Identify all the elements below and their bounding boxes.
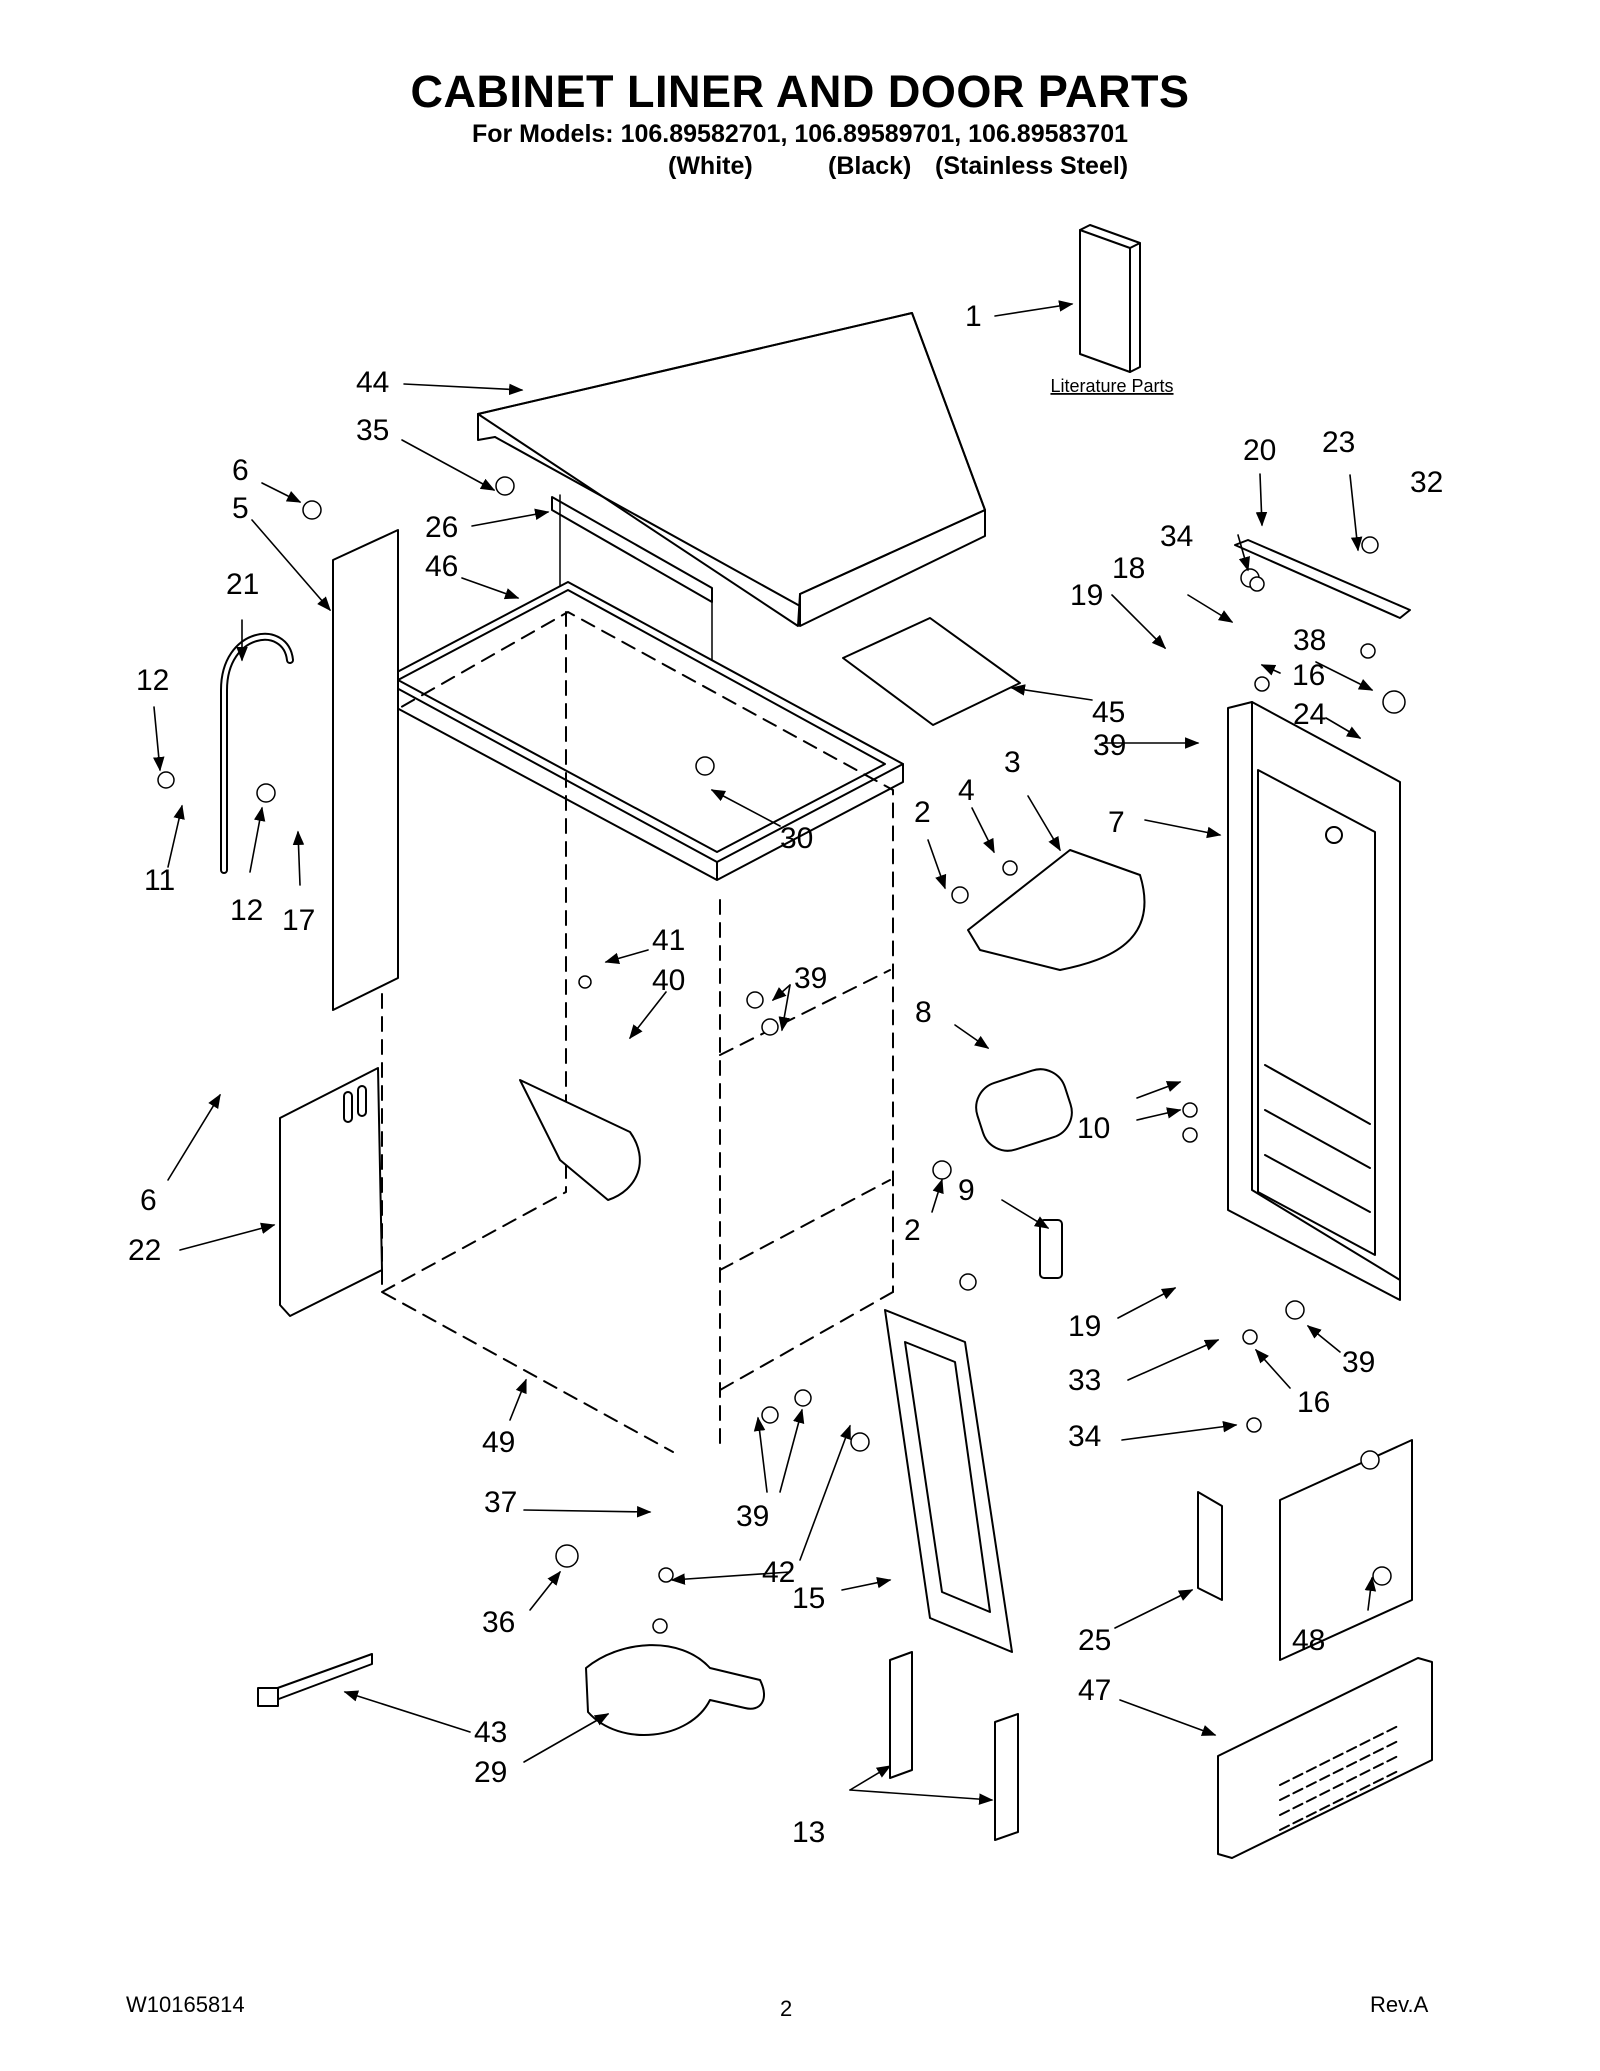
callout-49: 49	[482, 1426, 515, 1459]
top-hinge-bar	[1234, 539, 1411, 619]
callout-1: 1	[965, 300, 982, 333]
door-gasket	[884, 1309, 1013, 1653]
callout-2b: 2	[904, 1214, 921, 1247]
callout-18: 18	[1112, 552, 1145, 585]
leader-lines	[153, 300, 1377, 1805]
callout-43: 43	[474, 1716, 507, 1749]
part-8-housing	[975, 1068, 1073, 1152]
callout-16: 16	[1292, 659, 1325, 692]
callout-2: 2	[914, 796, 931, 829]
callout-19: 19	[1070, 579, 1103, 612]
literature-parts-label: Literature Parts	[1050, 376, 1173, 396]
callout-25: 25	[1078, 1624, 1111, 1657]
callout-34: 34	[1160, 520, 1193, 553]
callout-12: 12	[136, 664, 169, 697]
fasteners	[157, 476, 1406, 1634]
callout-15: 15	[792, 1582, 825, 1615]
cable-tie	[257, 1653, 373, 1707]
callout-17: 17	[282, 904, 315, 937]
callout-11: 11	[144, 864, 175, 897]
callout-39d: 39	[736, 1500, 769, 1533]
callout-23: 23	[1322, 426, 1355, 459]
callout-16b: 16	[1297, 1386, 1330, 1419]
callout-5: 5	[232, 492, 249, 525]
callout-38: 38	[1293, 624, 1326, 657]
callout-39c: 39	[1342, 1346, 1375, 1379]
kickplate	[1217, 1657, 1433, 1859]
hinge-bracket-25	[1197, 1491, 1223, 1601]
top-panel	[477, 312, 986, 627]
callout-33: 33	[1068, 1364, 1101, 1397]
door-panel	[1227, 701, 1401, 1301]
callout-22: 22	[128, 1234, 161, 1267]
callout-3: 3	[1004, 746, 1021, 779]
callout-32: 32	[1410, 466, 1443, 499]
callout-8: 8	[915, 996, 932, 1029]
liner-frame	[381, 581, 904, 881]
variant-black: (Black)	[828, 152, 912, 180]
literature-booklet	[1079, 224, 1141, 373]
ice-scoop	[585, 1644, 765, 1736]
callout-41: 41	[652, 924, 685, 957]
variant-stainless: (Stainless Steel)	[935, 152, 1129, 180]
air-duct	[519, 1079, 641, 1201]
page-title: CABINET LINER AND DOOR PARTS	[410, 66, 1190, 117]
revision: Rev.A	[1370, 1992, 1429, 2017]
gasket-sheet	[842, 617, 1021, 726]
models-line: For Models: 106.89582701, 106.89589701, …	[471, 120, 1129, 148]
callout-46: 46	[425, 550, 458, 583]
door-seal-a	[889, 1651, 913, 1779]
callout-44: 44	[356, 366, 389, 399]
page-number: 2	[780, 1996, 793, 2021]
callout-24: 24	[1293, 698, 1326, 731]
callout-39: 39	[1093, 729, 1126, 762]
bracket-plate	[279, 1067, 383, 1317]
callout-26: 26	[425, 511, 458, 544]
callout-21: 21	[226, 568, 259, 601]
callout-45: 45	[1092, 696, 1125, 729]
callout-4: 4	[958, 774, 975, 807]
callout-48: 48	[1292, 1624, 1325, 1657]
callout-20: 20	[1243, 434, 1276, 467]
callout-37: 37	[484, 1486, 517, 1519]
variant-white: (White)	[668, 152, 753, 180]
callout-13: 13	[792, 1816, 825, 1849]
callout-7: 7	[1108, 806, 1125, 839]
doc-number: W10165814	[126, 1992, 245, 2017]
callout-34b: 34	[1068, 1420, 1101, 1453]
callout-6: 6	[232, 454, 249, 487]
callout-19b: 19	[1068, 1310, 1101, 1343]
part-9-latch	[1039, 1219, 1063, 1279]
callout-12b: 12	[230, 894, 263, 927]
side-plate	[332, 529, 399, 1011]
callout-6b: 6	[140, 1184, 157, 1217]
callout-29: 29	[474, 1756, 507, 1789]
callout-47: 47	[1078, 1674, 1111, 1707]
callout-numbers: 1 44 35 6 5 26 46 21 12 11 12 17 30 20 2…	[128, 300, 1443, 1849]
scoop-holder	[967, 849, 1146, 971]
callout-35: 35	[356, 414, 389, 447]
callout-39b: 39	[794, 962, 827, 995]
door-seal-b	[994, 1713, 1019, 1841]
callout-9: 9	[958, 1174, 975, 1207]
callout-36: 36	[482, 1606, 515, 1639]
callout-30: 30	[780, 822, 813, 855]
liner-body-dashed	[381, 611, 894, 1453]
callout-42: 42	[762, 1556, 795, 1589]
callout-10: 10	[1077, 1112, 1110, 1145]
callout-40: 40	[652, 964, 685, 997]
